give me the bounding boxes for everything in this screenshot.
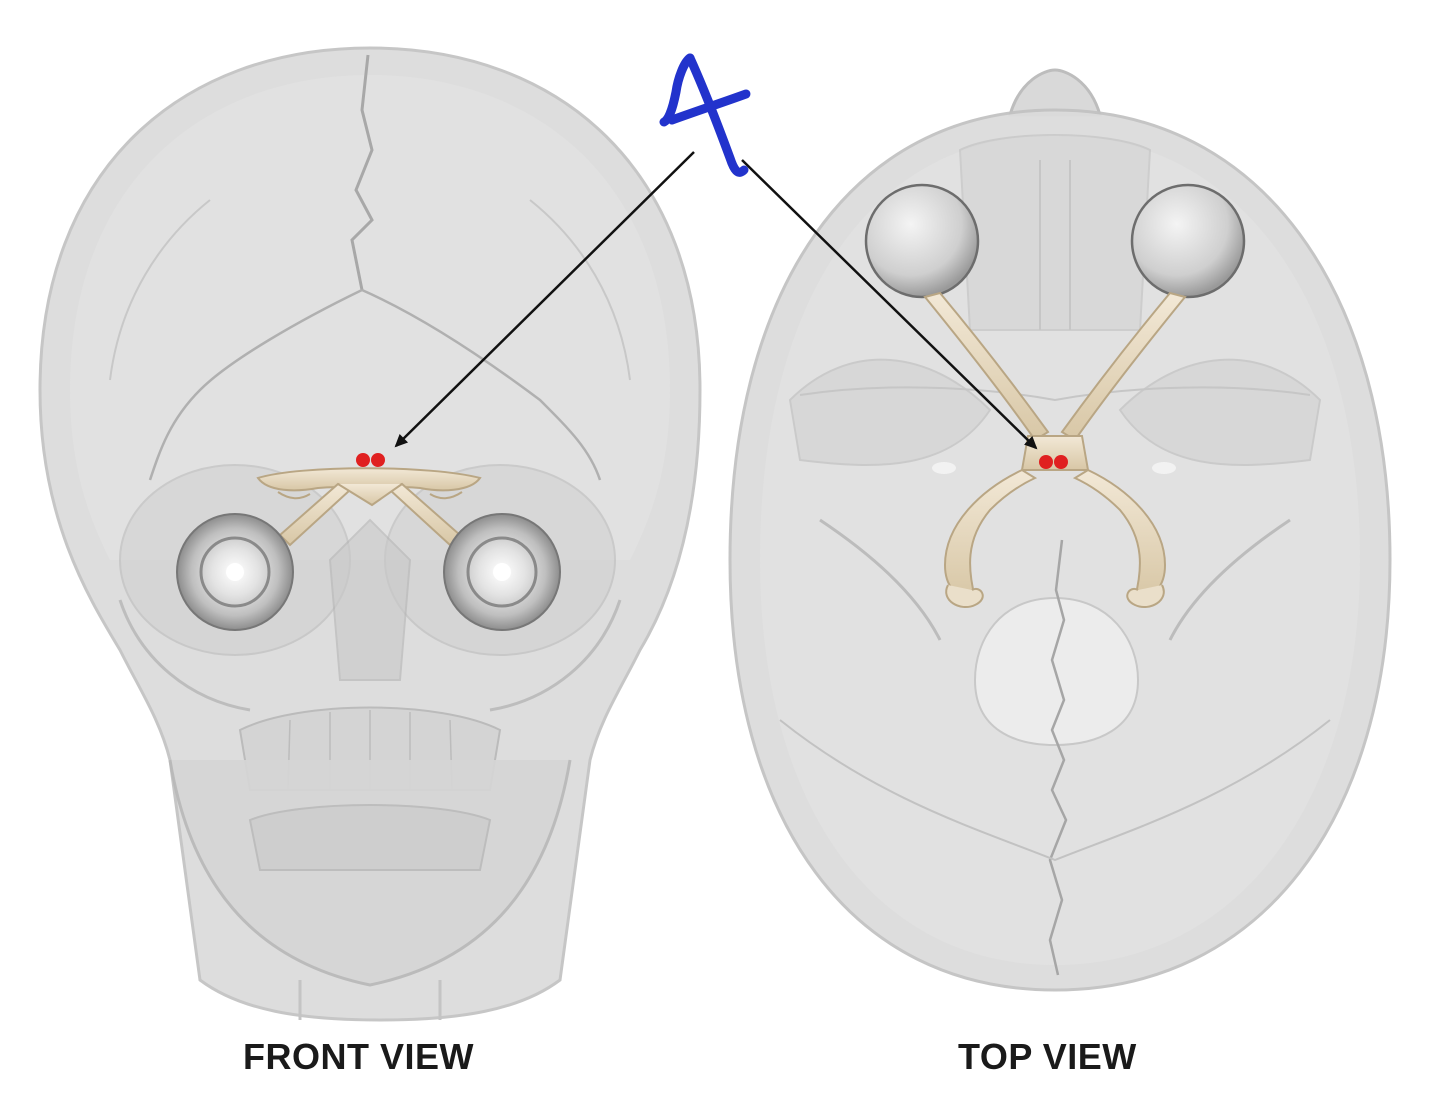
front-coronal-suture-right [361,288,602,481]
front-target-marker [356,453,385,467]
arrow-to-front-view [394,151,695,448]
front-view-caption: FRONT VIEW [243,1036,474,1077]
annotation-letter-graphic [659,53,751,177]
top-sagittal-suture [1048,539,1068,976]
top-eyeball-left [864,183,980,299]
front-eyeball-left [176,513,294,631]
top-optic-nerve-right [1060,291,1187,442]
top-optic-nerve-left [923,291,1050,442]
top-optic-pathway [923,291,1187,608]
annotation-arrows [394,151,1038,450]
front-view-skull [38,46,702,1022]
top-target-marker [1039,455,1068,469]
front-sagittal-suture [350,54,374,291]
top-view-skull [728,68,1392,992]
front-optic-tract [256,467,482,492]
front-optic-pathway [256,467,482,547]
arrow-to-top-view [741,159,1038,450]
top-eyeball-right [1130,183,1246,299]
front-eyeball-right [443,513,561,631]
top-view-caption: TOP VIEW [958,1036,1137,1077]
front-coronal-suture-left [148,288,363,481]
